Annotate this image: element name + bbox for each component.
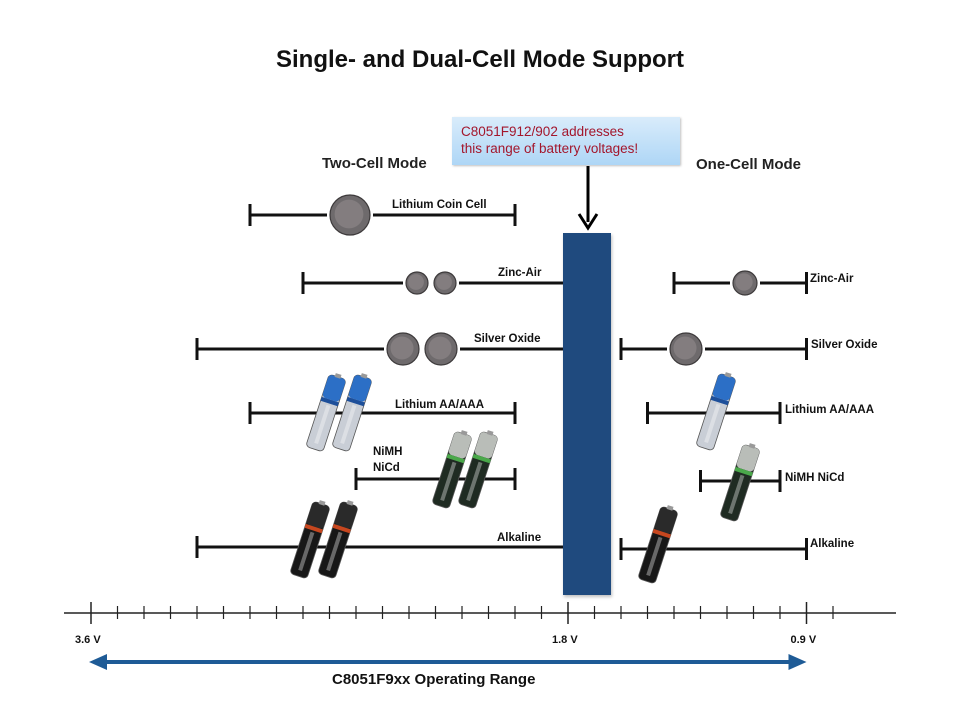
two-cell-mode-label: Two-Cell Mode [322,155,427,172]
one-cell-row-2-lithium-aa-icon-0-cap [712,374,736,401]
callout-arrow-head [577,213,599,231]
one-cell-row-4-alkaline-aa-icon-0-cap [654,507,678,534]
two-cell-row-5-alkaline-aa-icon-0-band [304,523,323,534]
two-cell-row-5-alkaline-aa-icon-1-terminal [346,500,354,506]
two-cell-row-0-coin-cell-icon-0-face [334,199,364,229]
two-cell-row-5-alkaline-aa-icon-1-band [332,523,351,534]
one-cell-row-3-nimh-aa-icon-0-band [734,466,753,477]
two-cell-row-3-label: Lithium AA/AAA [395,399,485,411]
two-cell-row-2-button-cell-flat-icon-0-face [390,336,414,360]
one-cell-row-4-label: Alkaline [810,538,855,550]
two-cell-row-5-alkaline-aa-icon-1-cap [334,502,358,529]
two-cell-row-5-alkaline-aa-icon-0-terminal [318,500,326,506]
one-cell-row-0-button-cell-icon-0-face [735,273,753,291]
two-cell-row-0-coin-cell-icon-0 [329,194,371,236]
two-cell-row-3-lithium-aa-icon-1-band [346,396,365,407]
operating-range-left-arrowhead [89,654,107,670]
two-cell-row-1-label: Zinc-Air [498,267,542,279]
two-cell-row-4-nimh-aa-icon-0-band [446,453,465,464]
two-cell-row-4-nimh-aa-icon-1-cap [474,432,498,459]
one-cell-row-0-button-cell-icon-0 [732,270,758,296]
two-cell-row-4-nimh-aa-icon-1 [458,430,498,509]
two-cell-row-3-lithium-aa-icon-0-cap [322,375,346,402]
axis-tick-label-2: 0.9 V [790,634,817,646]
callout-line-1: C8051F912/902 addresses [461,124,624,139]
two-cell-row-2-button-cell-flat-icon-0 [386,332,420,366]
one-cell-row-1-label: Silver Oxide [811,339,878,351]
two-cell-row-4-label-line-2: NiCd [373,462,400,474]
one-cell-row-4-alkaline-aa-icon-0 [638,505,678,584]
two-cell-row-4-nimh-aa-icon-1-brand-text [466,461,483,502]
axis-tick-label-0: 3.6 V [75,634,101,646]
two-cell-row-3-lithium-aa-icon-1-cap [348,375,372,402]
one-cell-row-3-nimh-aa-icon-0-terminal [748,443,756,449]
one-cell-mode-label: One-Cell Mode [696,156,802,173]
callout-line-2: this range of battery voltages! [461,141,639,156]
two-cell-row-3-lithium-aa-icon-0-brand-text [314,404,331,445]
one-cell-row-3-label: NiMH NiCd [785,472,845,484]
two-cell-row-5-alkaline-aa-icon-1 [318,500,358,579]
two-cell-row-1-button-cell-icon-1-face [436,274,452,290]
supported-range-bar [563,233,611,595]
two-cell-row-4-nimh-aa-icon-0 [432,430,472,509]
two-cell-row-3-lithium-aa-icon-0-terminal [334,373,342,379]
one-cell-row-4-alkaline-aa-icon-0-band [652,528,671,539]
two-cell-row-5-alkaline-aa-icon-0 [290,500,330,579]
two-cell-row-4-nimh-aa-icon-0-cap [448,432,472,459]
one-cell-row-4-alkaline-aa-icon-0-terminal [666,505,674,511]
two-cell-row-4-nimh-aa-icon-0-terminal [460,430,468,436]
two-cell-row-3-lithium-aa-icon-1-terminal [360,373,368,379]
two-cell-row-1-button-cell-icon-0 [405,271,429,295]
two-cell-row-2-label: Silver Oxide [474,333,541,345]
two-cell-row-4-label-line-1: NiMH [373,446,403,458]
two-cell-row-4-nimh-aa-icon-1-terminal [486,430,494,436]
one-cell-row-2-lithium-aa-icon-0 [696,372,736,451]
one-cell-row-3-nimh-aa-icon-0-brand-text [728,474,745,515]
two-cell-row-3-lithium-aa-icon-1-brand-text [340,404,357,445]
one-cell-row-3-nimh-aa-icon-0-cap [736,445,760,472]
two-cell-row-3-lithium-aa-icon-0-band [320,396,339,407]
two-cell-row-1-button-cell-icon-1 [433,271,457,295]
one-cell-row-0-label: Zinc-Air [810,273,854,285]
axis-tick-label-1: 1.8 V [552,634,578,646]
two-cell-row-2-button-cell-flat-icon-1-face [428,336,452,360]
operating-range-right-arrowhead [788,654,807,670]
two-cell-row-5-alkaline-aa-icon-1-brand-text [326,531,343,572]
one-cell-row-1-button-cell-flat-icon-0 [669,332,703,366]
one-cell-row-2-lithium-aa-icon-0-terminal [724,372,732,378]
two-cell-row-4-nimh-aa-icon-1-band [472,453,491,464]
callout-box: C8051F912/902 addresses this range of ba… [452,117,680,165]
two-cell-row-3-lithium-aa-icon-1 [332,373,372,452]
two-cell-row-5-label: Alkaline [497,532,542,544]
two-cell-row-1-button-cell-icon-0-face [408,274,424,290]
two-cell-row-2-button-cell-flat-icon-1 [424,332,458,366]
operating-range-label: C8051F9xx Operating Range [332,671,536,688]
one-cell-row-2-lithium-aa-icon-0-brand-text [704,403,721,444]
two-cell-row-4-nimh-aa-icon-0-brand-text [440,461,457,502]
two-cell-row-3-lithium-aa-icon-0 [306,373,346,452]
two-cell-row-5-alkaline-aa-icon-0-brand-text [298,531,315,572]
one-cell-row-2-lithium-aa-icon-0-band [710,395,729,406]
one-cell-row-2-label: Lithium AA/AAA [785,404,875,416]
two-cell-row-0-label: Lithium Coin Cell [392,199,487,211]
one-cell-row-4-alkaline-aa-icon-0-brand-text [646,536,663,577]
slide-title: Single- and Dual-Cell Mode Support [276,46,684,73]
two-cell-row-5-alkaline-aa-icon-0-cap [306,502,330,529]
one-cell-row-1-button-cell-flat-icon-0-face [673,336,697,360]
one-cell-row-3-nimh-aa-icon-0 [720,443,760,522]
